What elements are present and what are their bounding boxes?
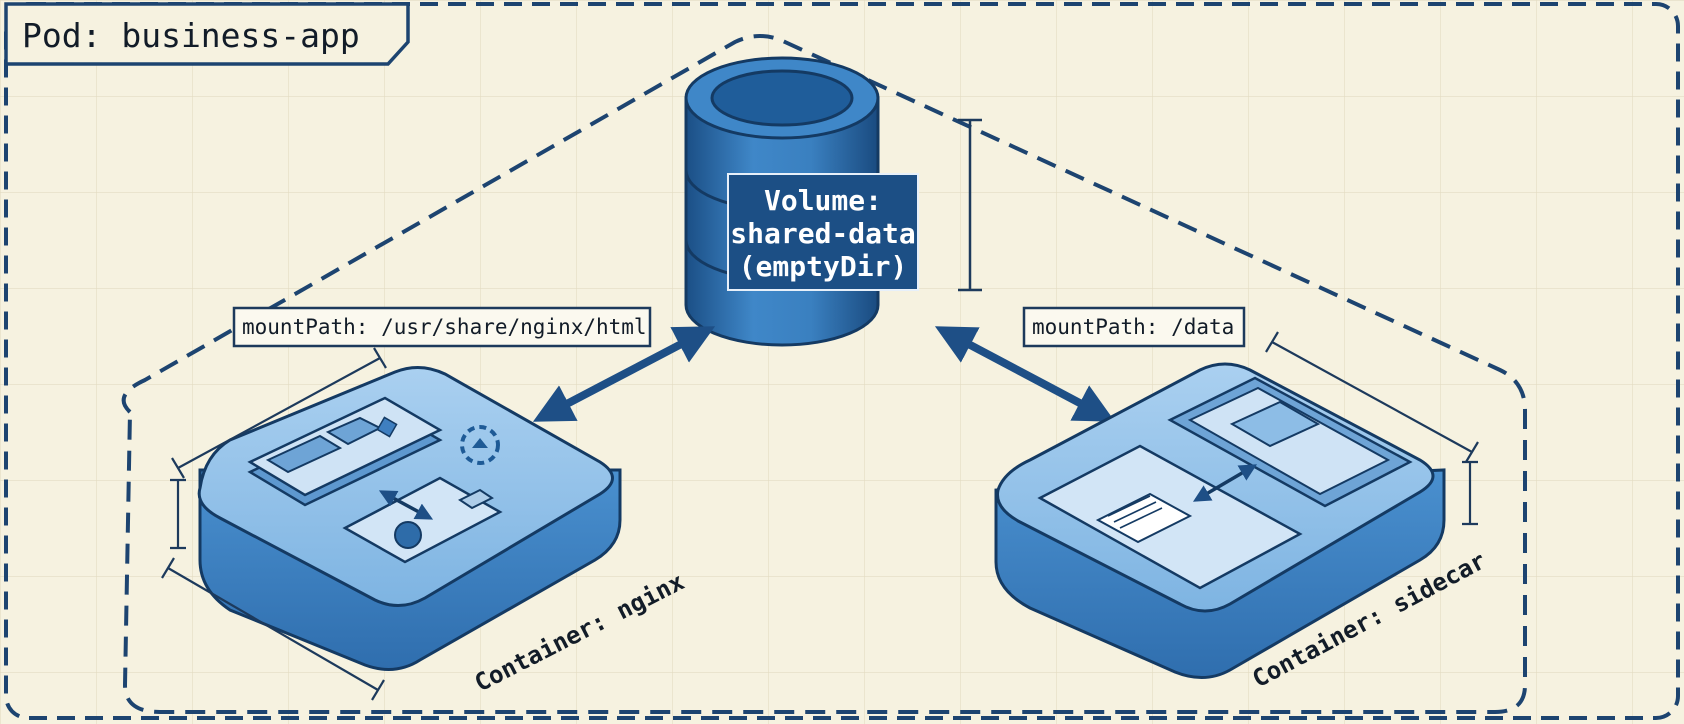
nginx-sync-icon [460, 425, 500, 465]
sidecar-processor-panel [1167, 376, 1413, 508]
sidecar-document-panel [1037, 444, 1303, 590]
volume-label-box [727, 173, 919, 291]
sidecar-exchange-arrow [1192, 464, 1258, 502]
nginx-webpage-icon [247, 396, 443, 507]
volume-cylinder: Volume: shared-data (emptyDir) [684, 56, 919, 347]
container-sidecar [994, 362, 1446, 679]
pod-title: Pod: business-app [22, 16, 360, 55]
mount-label-sidecar-box: mountPath: /data [1022, 306, 1246, 348]
volume-label-line2: shared-data [730, 217, 915, 250]
mount-label-sidecar: mountPath: /data [1032, 315, 1234, 339]
volume-label-line3: (emptyDir) [739, 250, 908, 283]
pod-boundary [4, 2, 1680, 720]
nginx-dimensions [161, 347, 387, 701]
nginx-file-exchange-icon [342, 476, 503, 564]
volume-height-dimension [958, 118, 982, 292]
mount-label-nginx-box: mountPath: /usr/share/nginx/html [232, 306, 652, 348]
pod-title-tab: Pod: business-app [4, 2, 410, 66]
sidecar-dimensions [1265, 331, 1479, 526]
container-nginx [197, 366, 622, 671]
arrow-volume-nginx [532, 326, 716, 422]
mount-label-nginx: mountPath: /usr/share/nginx/html [242, 315, 647, 339]
volume-label-line1: Volume: [764, 184, 882, 217]
arrow-volume-sidecar [934, 326, 1116, 422]
shared-volume-boundary [121, 34, 1527, 714]
